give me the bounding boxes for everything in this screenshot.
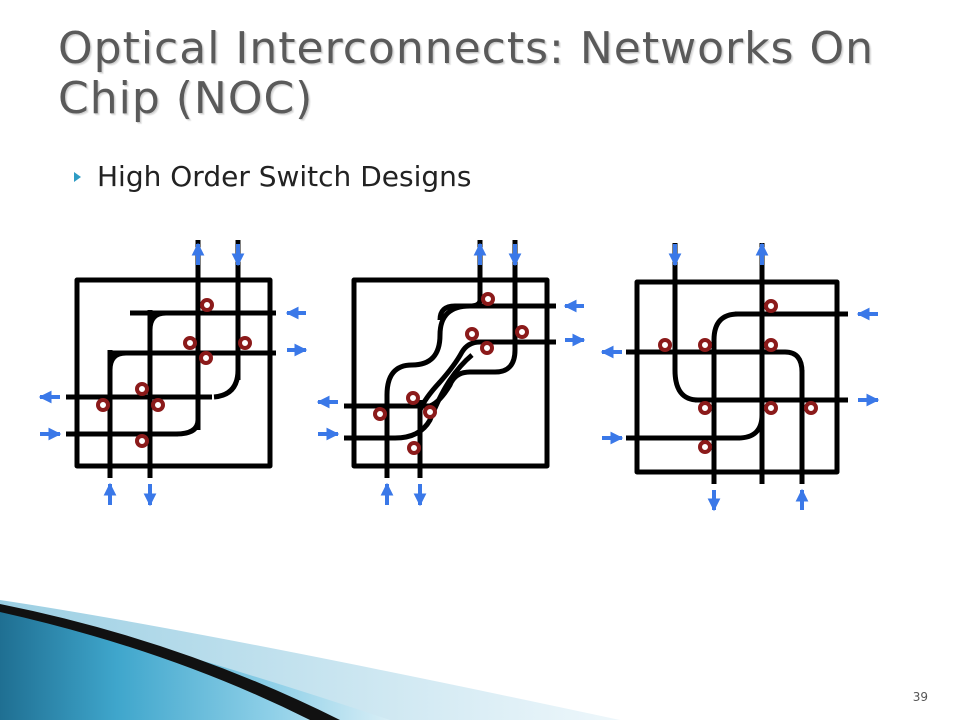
switch-3-curve (672, 369, 699, 403)
switch-3-curve (784, 349, 805, 373)
ring-resonator (804, 401, 818, 415)
switch-1-rings (96, 298, 252, 448)
switch-design-3 (626, 243, 848, 484)
switch-2-curve (437, 303, 456, 321)
switch-2-curve (417, 339, 481, 412)
ring-resonator (764, 401, 778, 415)
switch-1-curve (147, 310, 167, 331)
switch-3-curve (711, 311, 739, 341)
ring-resonator (135, 434, 149, 448)
ring-resonator (373, 407, 387, 421)
ring-resonator (135, 382, 149, 396)
ring-resonator (465, 327, 479, 341)
switch-2-arrows (316, 242, 586, 507)
bullet-text: High Order Switch Designs (97, 160, 472, 193)
ring-resonator (407, 441, 421, 455)
switch-2-curve (384, 299, 483, 420)
page-number: 39 (912, 690, 928, 704)
bullet-arrow-icon (74, 171, 81, 182)
switch-design-1 (66, 240, 276, 478)
ring-resonator (481, 292, 495, 306)
switch-2-rings (373, 292, 529, 455)
ring-resonator (515, 325, 529, 339)
ring-resonator (199, 351, 213, 365)
ring-resonator (406, 391, 420, 405)
switch-1-arrows (38, 242, 308, 507)
switch-1-curve (213, 369, 241, 400)
ring-resonator (151, 398, 165, 412)
switch-2-curve (394, 353, 474, 441)
switch-3-arrows (600, 242, 880, 512)
slide-title: Optical Interconnects: Networks On Chip … (58, 23, 874, 124)
ring-resonator (96, 398, 110, 412)
switch-3-rings (658, 299, 818, 454)
ring-resonator (698, 338, 712, 352)
ring-resonator (480, 341, 494, 355)
ring-resonator (764, 299, 778, 313)
switch-1-frame (74, 277, 273, 469)
ring-resonator (200, 298, 214, 312)
switch-3-curve (737, 414, 765, 441)
switch-1-curve (175, 419, 201, 437)
switch-3-frame (634, 279, 840, 475)
ring-resonator (423, 405, 437, 419)
bullet-item: High Order Switch Designs (74, 160, 471, 193)
switch-1-curve (107, 350, 127, 371)
ring-resonator (764, 338, 778, 352)
ring-resonator (698, 401, 712, 415)
ring-resonator (183, 336, 197, 350)
ring-resonator (238, 336, 252, 350)
ring-resonator (658, 338, 672, 352)
ring-resonator (698, 440, 712, 454)
switch-2-frame (351, 277, 550, 469)
